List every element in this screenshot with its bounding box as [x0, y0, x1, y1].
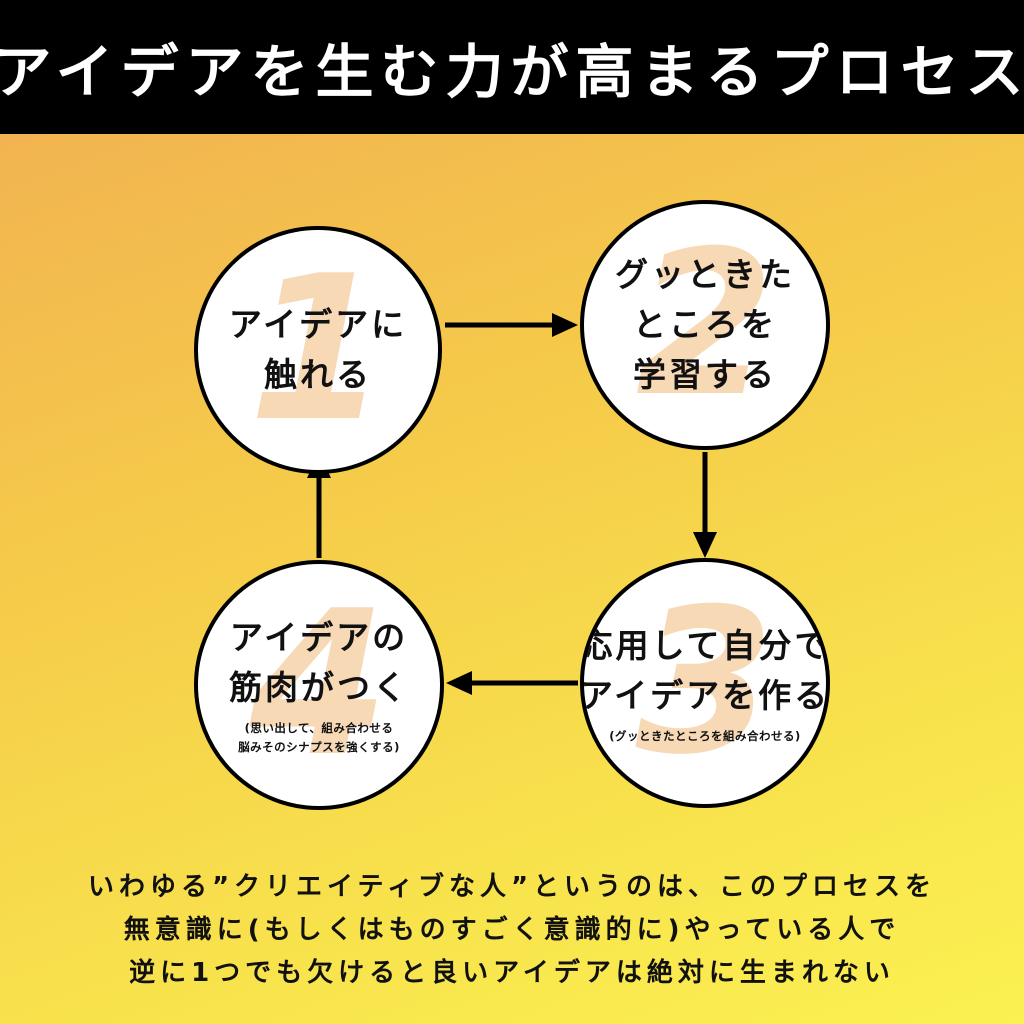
- step-circle-1: 1 アイデアに 触れる: [194, 226, 442, 474]
- step-label-3: 応用して自分で アイデアを作る (グッときたところを組み合わせる): [580, 621, 830, 746]
- caption-text: いわゆる”クリエイティブな人”というのは、このプロセスを 無意識に(もしくはもの…: [60, 866, 964, 995]
- caption-line: いわゆる”クリエイティブな人”というのは、このプロセスを: [87, 872, 937, 902]
- step-number-4: 4: [249, 568, 389, 801]
- page-title: アイデアを生む力が高まるプロセス: [0, 38, 1024, 106]
- step-3-note: (グッときたところを組み合わせる): [609, 728, 801, 743]
- arrowhead-2-to-3: [693, 532, 717, 558]
- step-2-line: ところを: [633, 305, 777, 344]
- step-number-1: 1: [248, 233, 388, 466]
- step-1-line: 触れる: [263, 355, 372, 394]
- arrowhead-3-to-4: [446, 671, 472, 695]
- step-circle-3: 3 応用して自分で アイデアを作る (グッときたところを組み合わせる): [580, 558, 830, 808]
- step-3-line: 応用して自分で: [580, 625, 830, 665]
- step-3-line: アイデアを作る: [580, 675, 830, 715]
- step-label-4: アイデアの 筋肉がつく (思い出して、組み合わせる 脳みそのシナプスを強くする): [229, 613, 409, 757]
- header-bar: アイデアを生む力が高まるプロセス: [0, 0, 1024, 134]
- step-number-2: 2: [635, 208, 775, 441]
- step-1-line: アイデアに: [228, 305, 408, 344]
- step-circle-4: 4 アイデアの 筋肉がつく (思い出して、組み合わせる 脳みそのシナプスを強くす…: [194, 560, 444, 810]
- step-4-note: (思い出して、組み合わせる: [244, 721, 394, 735]
- step-4-note: 脳みそのシナプスを強くする): [238, 740, 400, 754]
- step-label-2: グッときた ところを 学習する: [615, 250, 795, 400]
- step-2-line: グッときた: [615, 255, 795, 294]
- step-2-line: 学習する: [633, 355, 777, 394]
- caption-line: 無意識に(もしくはものすごく意識的に)やっている人で: [123, 915, 901, 945]
- step-number-3: 3: [635, 566, 775, 799]
- step-4-line: 筋肉がつく: [229, 668, 409, 707]
- step-4-line: アイデアの: [229, 618, 409, 657]
- arrowhead-1-to-2: [552, 313, 578, 337]
- caption-line: 逆に1つでも欠けると良いアイデアは絶対に生まれない: [129, 958, 895, 988]
- step-circle-2: 2 グッときた ところを 学習する: [580, 200, 830, 450]
- step-label-1: アイデアに 触れる: [229, 300, 407, 400]
